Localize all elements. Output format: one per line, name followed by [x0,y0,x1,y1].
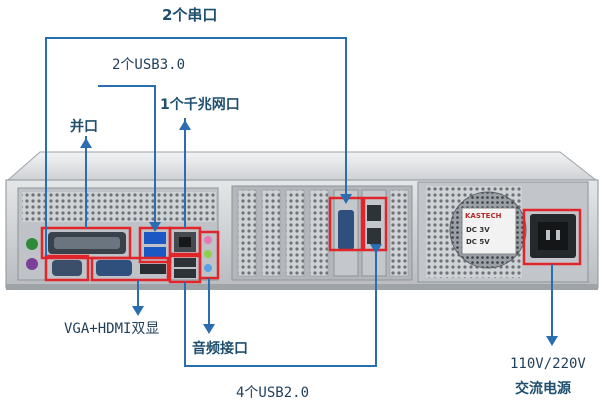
label-power-voltage: 110V/220V [510,356,586,372]
label-serial-ports: 2个串口 [162,6,218,24]
label-audio: 音频接口 [192,341,248,357]
label-vga-hdmi: VGA+HDMI双显 [64,321,160,337]
callout-line-usb3 [98,85,156,228]
label-power-ac: 交流电源 [515,381,571,397]
psu-brand-text: KASTECH [465,212,502,220]
callout-line-usb2 [184,250,377,367]
psu-spec-line-2: DC 5V [466,238,490,246]
label-usb3-ports: 2个USB3.0 [112,57,186,73]
highlight-vga-hdmi [90,256,170,282]
label-lan-port: 1个千兆网口 [160,97,240,113]
label-usb2-ports: 4个USB2.0 [236,385,310,401]
callout-line-serial [45,37,347,256]
highlight-serial-left [44,254,90,282]
psu-spec-line-1: DC 3V [466,226,490,234]
label-parallel-port: 并口 [70,119,98,135]
